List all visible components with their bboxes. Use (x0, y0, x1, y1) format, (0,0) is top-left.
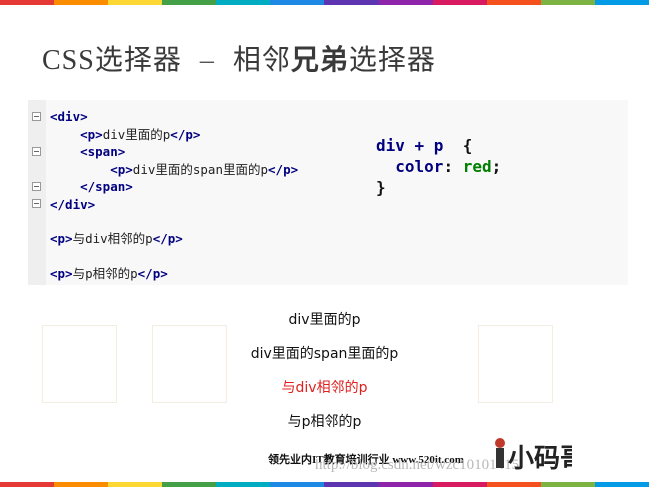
css-property: color (395, 157, 444, 176)
code-line: <p>与div相邻的p</p> (50, 231, 183, 246)
css-rule: div + p { color: red; } (376, 135, 501, 198)
svg-text:小码哥: 小码哥 (508, 444, 572, 473)
fold-close-icon[interactable] (32, 199, 41, 208)
brand-logo: 小码哥 (495, 438, 572, 473)
output-line: div里面的p (288, 312, 361, 328)
css-close-line: } (376, 178, 386, 197)
background-pattern (152, 325, 227, 403)
slide-title: CSS选择器–相邻兄弟选择器 (42, 38, 436, 78)
html-code: <div> <p>div里面的p</p> <span> <p>div里面的spa… (50, 108, 298, 282)
title-pre: 相邻 (232, 45, 291, 76)
output-line: 与p相邻的p (287, 414, 362, 430)
css-selector-line: div + p { (376, 136, 473, 155)
css-value: red (462, 157, 492, 176)
watermark-url: http://blog.csdn.net/wzc10101415 (315, 457, 520, 473)
fold-open-icon[interactable] (32, 147, 41, 156)
background-pattern (478, 325, 553, 403)
title-post: 选择器 (348, 45, 436, 76)
fold-close-icon[interactable] (32, 182, 41, 191)
code-line: </div> (50, 196, 96, 212)
editor-gutter (28, 100, 46, 285)
title-separator: – (199, 45, 215, 76)
fold-open-icon[interactable] (32, 112, 41, 121)
top-color-stripe (0, 0, 649, 5)
title-prefix: CSS选择器 (42, 45, 182, 76)
css-declaration-line: color: red; (395, 157, 502, 176)
css-selector: div + p (376, 136, 444, 155)
background-pattern (42, 325, 117, 403)
render-output: div里面的p div里面的span里面的p 与div相邻的p 与p相邻的p (0, 310, 649, 446)
html-code-panel: <div> <p>div里面的p</p> <span> <p>div里面的spa… (28, 100, 628, 285)
footer-slogan: 领先业内IT教育培训行业 www.520it.com (268, 454, 464, 466)
code-line: <div> (50, 109, 88, 124)
output-line: div里面的span里面的p (250, 346, 399, 362)
code-line: <p>div里面的p</p> (80, 126, 201, 142)
bottom-color-stripe (0, 482, 649, 487)
output-line-highlighted: 与div相邻的p (281, 380, 368, 396)
code-line: <p>与p相邻的p</p> (50, 265, 168, 281)
code-line: </span> (80, 179, 133, 194)
title-highlight: 兄弟 (290, 45, 349, 76)
code-line: <span> (80, 144, 126, 159)
code-line: <p>div里面的span里面的p</p> (110, 161, 299, 177)
